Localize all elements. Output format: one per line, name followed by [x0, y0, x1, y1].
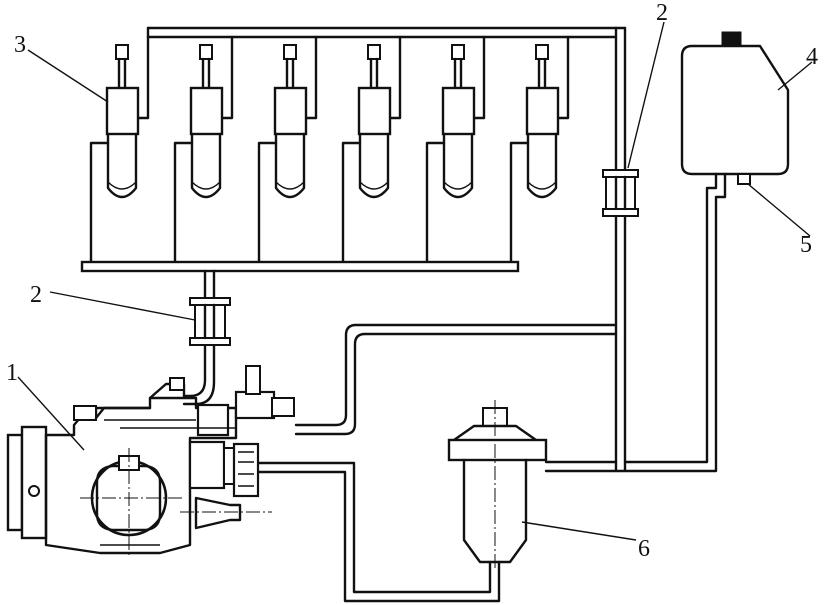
injector-4	[357, 44, 392, 199]
injector-2	[189, 44, 224, 199]
injection-pump	[6, 365, 295, 556]
return-line-top	[136, 26, 627, 472]
high-pressure-lines	[80, 141, 530, 406]
callout-tank: 4	[806, 44, 818, 70]
supply-line	[294, 323, 618, 436]
callout-pump: 1	[6, 360, 18, 386]
injector-1	[105, 44, 140, 199]
damper-return	[602, 169, 639, 217]
callout-filter: 6	[638, 536, 650, 562]
injector-row	[105, 44, 560, 199]
injector-6	[525, 44, 560, 199]
injector-5	[441, 44, 476, 199]
callout-damper-feed: 2	[30, 282, 42, 308]
fuel-filter	[256, 400, 618, 603]
callout-injector: 3	[14, 32, 26, 58]
damper-feed	[189, 297, 231, 346]
callout-tank-outlet: 5	[800, 232, 812, 258]
fuel-tank	[614, 31, 790, 473]
callout-damper-return: 2	[656, 0, 668, 26]
leader-lines	[17, 21, 813, 541]
injector-3	[273, 44, 308, 199]
